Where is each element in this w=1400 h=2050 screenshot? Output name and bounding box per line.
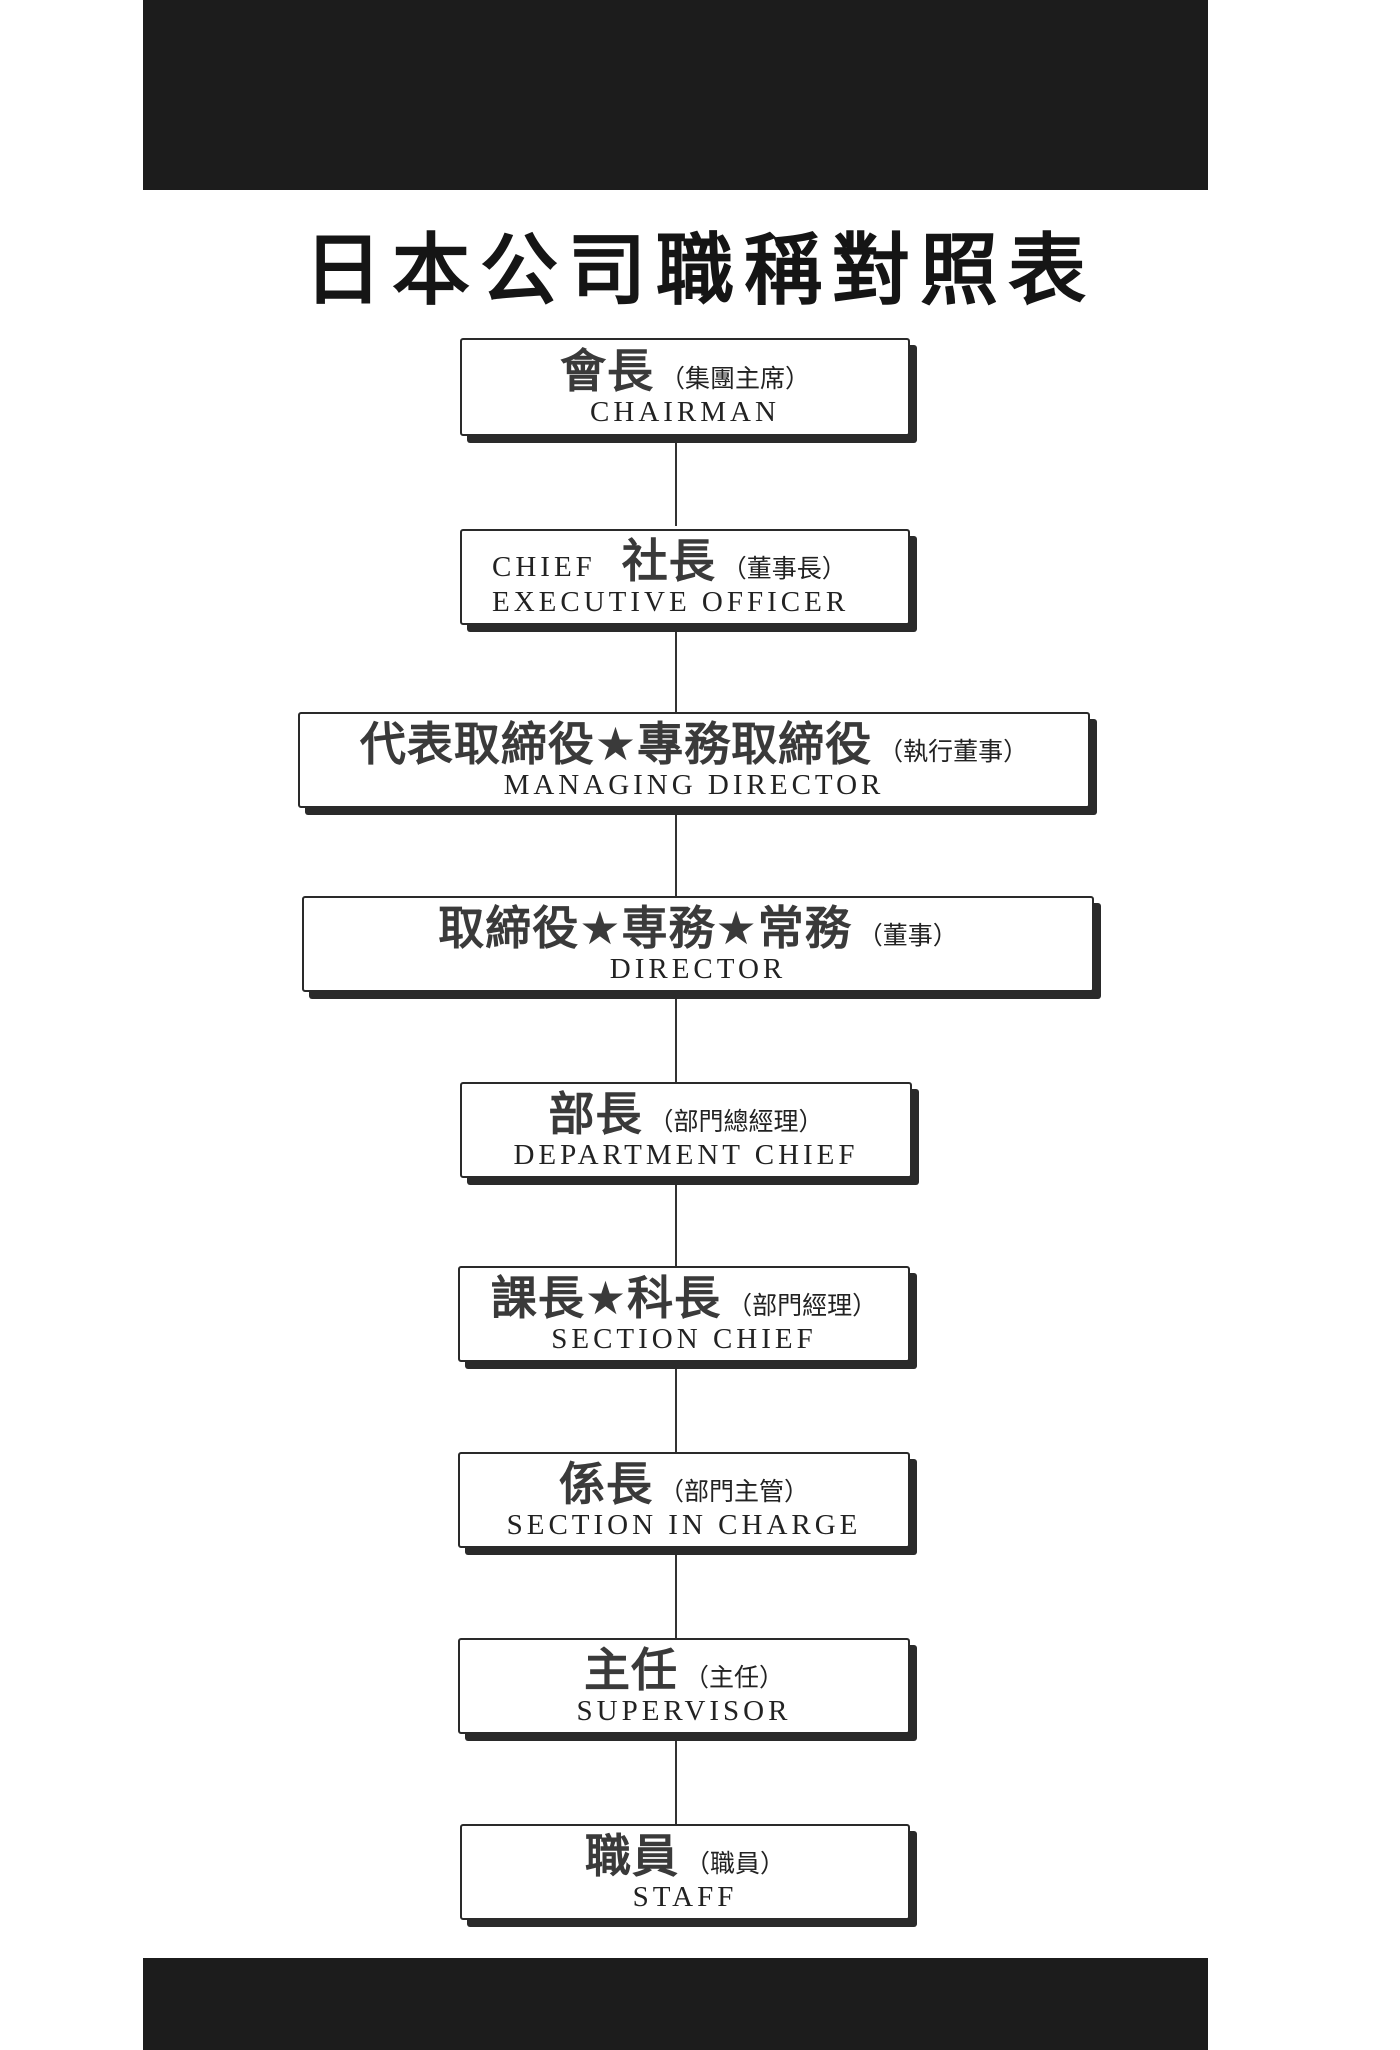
position-en-title: SUPERVISOR xyxy=(576,1694,792,1727)
position-zh-title: （部門主管） xyxy=(658,1476,809,1506)
position-en-title: DEPARTMENT CHIEF xyxy=(513,1138,859,1171)
position-jp-title: 課長★科長 xyxy=(490,1270,722,1325)
position-jp-title: 社長 xyxy=(621,533,716,588)
position-jp-title: 主任 xyxy=(583,1642,678,1697)
position-zh-title: （部門總經理） xyxy=(648,1106,824,1136)
position-jp-title: 部長 xyxy=(548,1086,643,1141)
position-zh-title: （執行董事） xyxy=(878,736,1029,766)
connector-line xyxy=(675,1732,677,1824)
position-box-supervisor: 主任 （主任） SUPERVISOR xyxy=(458,1638,910,1734)
position-en-title: CHAIRMAN xyxy=(590,395,780,428)
position-box-managing-director: 代表取締役★專務取締役 （執行董事） MANAGING DIRECTOR xyxy=(298,712,1090,808)
position-jp-title: 會長 xyxy=(559,343,654,398)
position-en-title: SECTION IN CHARGE xyxy=(506,1508,862,1541)
position-en-title-line1: CHIEF xyxy=(492,550,596,583)
position-jp-title: 係長 xyxy=(558,1456,653,1511)
position-zh-title: （董事） xyxy=(857,920,958,950)
bottom-black-band xyxy=(143,1958,1208,2050)
position-jp-title: 取締役★専務★常務 xyxy=(438,900,852,955)
position-box-director: 取締役★専務★常務 （董事） DIRECTOR xyxy=(302,896,1094,992)
position-box-ceo: CHIEF 社長 （董事長） EXECUTIVE OFFICER xyxy=(460,529,910,625)
position-box-section-in-charge: 係長 （部門主管） SECTION IN CHARGE xyxy=(458,1452,910,1548)
position-box-staff: 職員 （職員） STAFF xyxy=(460,1824,910,1920)
position-en-title: MANAGING DIRECTOR xyxy=(503,768,885,801)
connector-line xyxy=(675,992,677,1082)
position-jp-title: 職員 xyxy=(584,1828,679,1883)
connector-line xyxy=(675,808,677,896)
position-box-department-chief: 部長 （部門總經理） DEPARTMENT CHIEF xyxy=(460,1082,912,1178)
position-en-title: SECTION CHIEF xyxy=(551,1322,817,1355)
position-box-section-chief: 課長★科長 （部門經理） SECTION CHIEF xyxy=(458,1266,910,1362)
top-black-band xyxy=(143,0,1208,190)
position-box-chairman: 會長 （集團主席） CHAIRMAN xyxy=(460,338,910,436)
position-zh-title: （集團主席） xyxy=(659,363,810,393)
position-en-title: EXECUTIVE OFFICER xyxy=(492,585,850,618)
position-jp-title: 代表取締役★專務取締役 xyxy=(359,716,873,771)
page-title: 日本公司職稱對照表 xyxy=(303,225,1096,316)
connector-line xyxy=(675,1360,677,1452)
position-zh-title: （職員） xyxy=(684,1848,785,1878)
connector-line xyxy=(675,1546,677,1638)
connector-line xyxy=(675,624,677,712)
connector-line xyxy=(675,1176,677,1266)
position-en-title: DIRECTOR xyxy=(609,952,787,985)
position-zh-title: （部門經理） xyxy=(727,1290,878,1320)
position-zh-title: （主任） xyxy=(683,1662,784,1692)
position-zh-title: （董事長） xyxy=(721,553,847,583)
connector-line xyxy=(675,436,677,526)
position-en-title: STAFF xyxy=(632,1880,738,1913)
